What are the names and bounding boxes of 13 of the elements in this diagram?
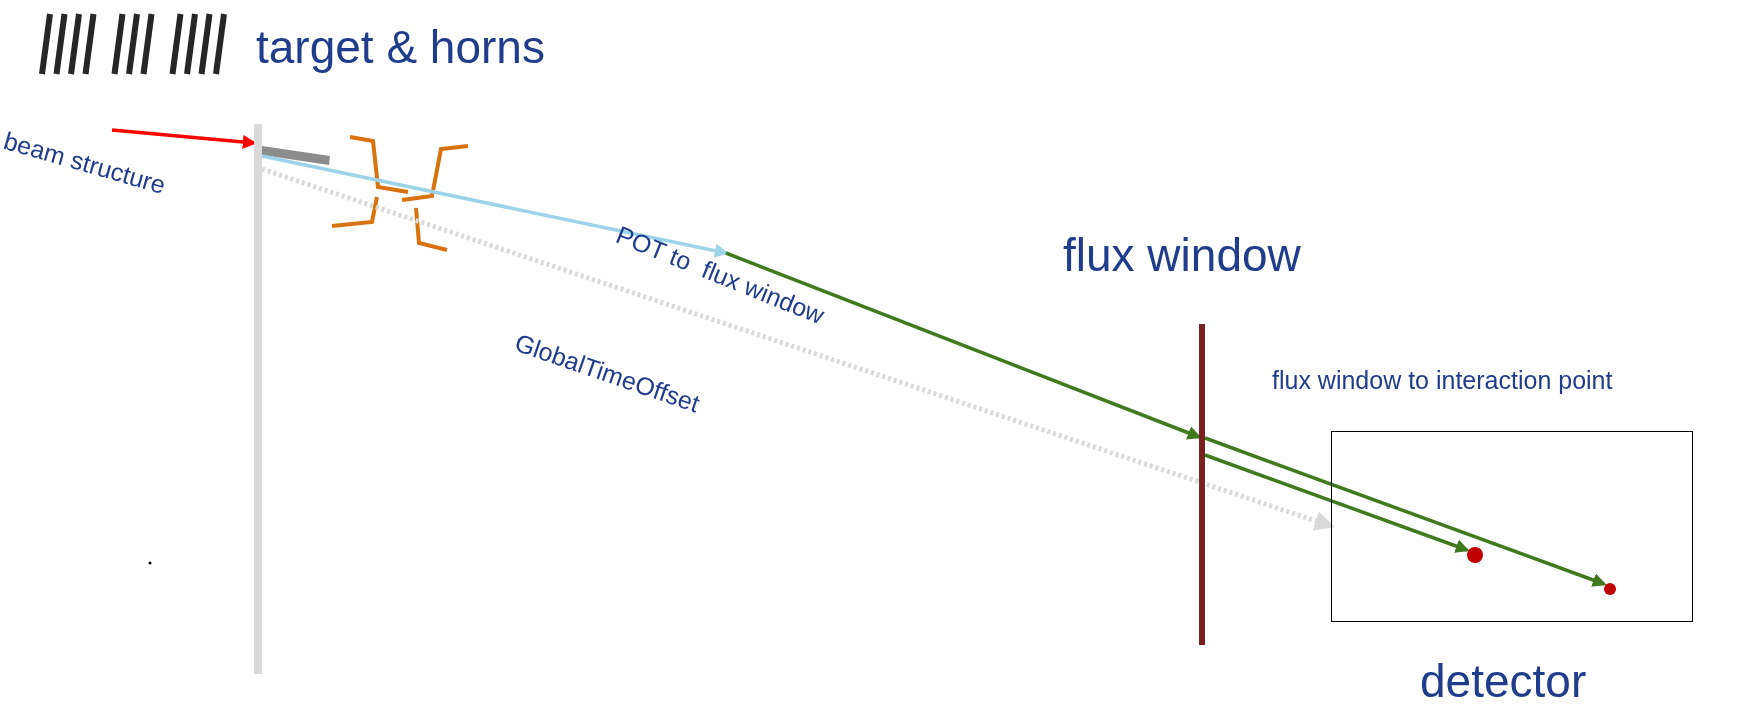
- arrow: [261, 166, 1335, 531]
- arrow: [111, 128, 257, 149]
- title: detector: [1420, 658, 1587, 704]
- interaction-point: [1467, 547, 1483, 563]
- arrow: [1204, 453, 1470, 553]
- arrow: [261, 154, 729, 258]
- arrow: [1204, 436, 1607, 587]
- interaction-point: [1604, 583, 1616, 595]
- segment-label: POT to flux window: [612, 222, 828, 329]
- annotation: flux window to interaction point: [1272, 368, 1613, 393]
- beam-label: beam structure: [1, 128, 169, 198]
- title: flux window: [1063, 232, 1301, 278]
- arrow: [725, 251, 1202, 440]
